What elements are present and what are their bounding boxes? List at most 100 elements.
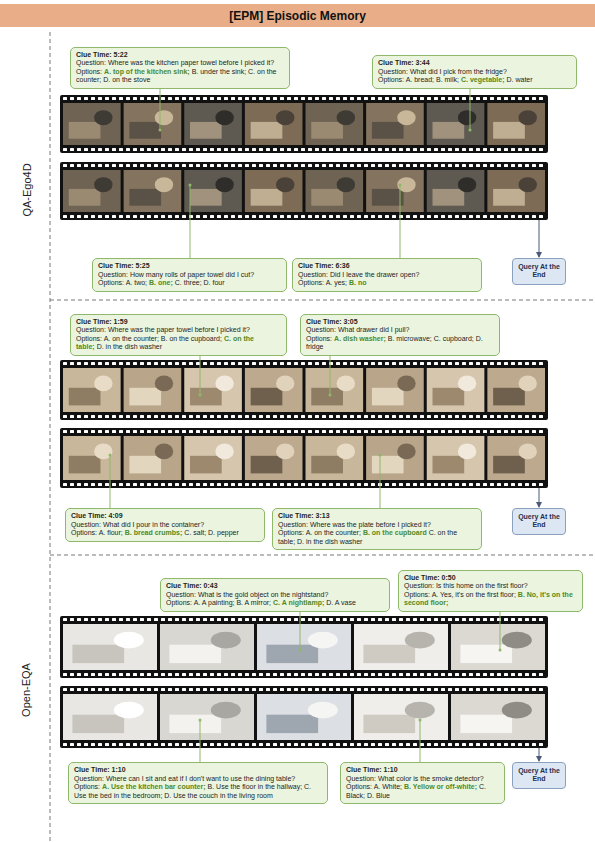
- sprocket-hole: [539, 148, 543, 151]
- sprocket-hole: [210, 148, 214, 151]
- frame-detail: [405, 702, 435, 719]
- sprocket-hole: [273, 362, 277, 365]
- sprocket-hole: [210, 97, 214, 100]
- sprocket-hole: [217, 164, 221, 167]
- sprocket-hole: [525, 215, 529, 218]
- sprocket-hole: [308, 148, 312, 151]
- sprocket-hole: [238, 164, 242, 167]
- sprocket-hole: [154, 688, 158, 691]
- sprocket-hole: [301, 362, 305, 365]
- sprocket-hole: [469, 743, 473, 746]
- frame-detail: [372, 122, 404, 139]
- sprocket-hole: [483, 415, 487, 418]
- sprocket-hole: [371, 688, 375, 691]
- sprocket-hole: [210, 743, 214, 746]
- sprocket-hole: [434, 688, 438, 691]
- sprocket-hole: [294, 618, 298, 621]
- sprocket-hole: [224, 430, 228, 433]
- sprocket-hole: [140, 483, 144, 486]
- sprocket-hole: [231, 483, 235, 486]
- sprocket-hole: [112, 673, 116, 676]
- sprocket-hole: [224, 743, 228, 746]
- sprocket-hole: [259, 362, 263, 365]
- sprocket-hole: [301, 618, 305, 621]
- sprocket-hole: [238, 483, 242, 486]
- sprocket-hole: [175, 430, 179, 433]
- sprocket-hole: [336, 430, 340, 433]
- sprocket-hole: [399, 362, 403, 365]
- sprocket-hole: [329, 164, 333, 167]
- sprocket-hole: [336, 362, 340, 365]
- sprocket-hole: [399, 430, 403, 433]
- sprocket-hole: [497, 362, 501, 365]
- sprocket-hole: [182, 673, 186, 676]
- sprocket-hole: [343, 688, 347, 691]
- options-line: Options: A. two;B. one;C. three; D. four: [98, 279, 281, 288]
- sprocket-hole: [112, 743, 116, 746]
- sprocket-hole: [154, 430, 158, 433]
- sprocket-hole: [308, 215, 312, 218]
- sprocket-hole: [252, 618, 256, 621]
- sprocket-hole: [287, 215, 291, 218]
- sprocket-hole: [266, 215, 270, 218]
- sprocket-hole: [189, 688, 193, 691]
- sprocket-hole: [105, 618, 109, 621]
- sprocket-hole: [525, 97, 529, 100]
- sprocket-hole: [154, 743, 158, 746]
- sprocket-hole: [476, 215, 480, 218]
- sprocket-hole: [441, 362, 445, 365]
- frame-detail: [337, 110, 355, 125]
- sprocket-hole: [203, 164, 207, 167]
- sprocket-hole: [98, 362, 102, 365]
- sprocket-hole: [259, 215, 263, 218]
- sprocket-hole: [483, 97, 487, 100]
- sprocket-hole: [210, 673, 214, 676]
- sprocket-hole: [252, 415, 256, 418]
- options-text: D. A vase: [326, 599, 356, 606]
- sprocket-hole: [525, 688, 529, 691]
- sprocket-hole: [126, 97, 130, 100]
- sprocket-hole: [483, 673, 487, 676]
- frame-detail: [493, 189, 525, 206]
- options-text: Options: A. White;: [346, 783, 402, 790]
- sprocket-hole: [343, 743, 347, 746]
- frame-detail: [433, 189, 465, 206]
- sprocket-hole: [84, 215, 88, 218]
- video-frame: [160, 624, 254, 670]
- sprocket-hole: [413, 148, 417, 151]
- sprocket-hole: [329, 673, 333, 676]
- sprocket-hole: [224, 97, 228, 100]
- video-frame: [184, 436, 242, 480]
- sprocket-hole: [266, 688, 270, 691]
- sprocket-hole: [427, 148, 431, 151]
- sprocket-hole: [371, 743, 375, 746]
- sprocket-hole: [182, 743, 186, 746]
- video-frame: [487, 170, 545, 212]
- sprocket-hole: [126, 415, 130, 418]
- leader-dot: [379, 454, 382, 457]
- sprocket-hole: [518, 415, 522, 418]
- sprocket-hole: [497, 483, 501, 486]
- sprocket-hole: [231, 362, 235, 365]
- sprocket-hole: [336, 148, 340, 151]
- sprocket-hole: [511, 215, 515, 218]
- sprocket-hole: [378, 215, 382, 218]
- sprocket-hole: [518, 618, 522, 621]
- options-text: Options: A. yes;: [298, 279, 347, 286]
- video-frame: [63, 624, 157, 670]
- sprocket-hole: [147, 483, 151, 486]
- frame-detail: [372, 189, 404, 206]
- sprocket-hole: [308, 362, 312, 365]
- sprocket-hole: [441, 164, 445, 167]
- sprocket-hole: [476, 673, 480, 676]
- sprocket-hole: [252, 215, 256, 218]
- sprocket-hole: [77, 483, 81, 486]
- frame-detail: [129, 189, 161, 206]
- sprocket-hole: [504, 97, 508, 100]
- sprocket-hole: [252, 97, 256, 100]
- sprocket-hole: [427, 97, 431, 100]
- clue-time: Clue Time: 3:44: [378, 59, 571, 68]
- sprocket-hole: [84, 97, 88, 100]
- frame-detail: [458, 443, 476, 459]
